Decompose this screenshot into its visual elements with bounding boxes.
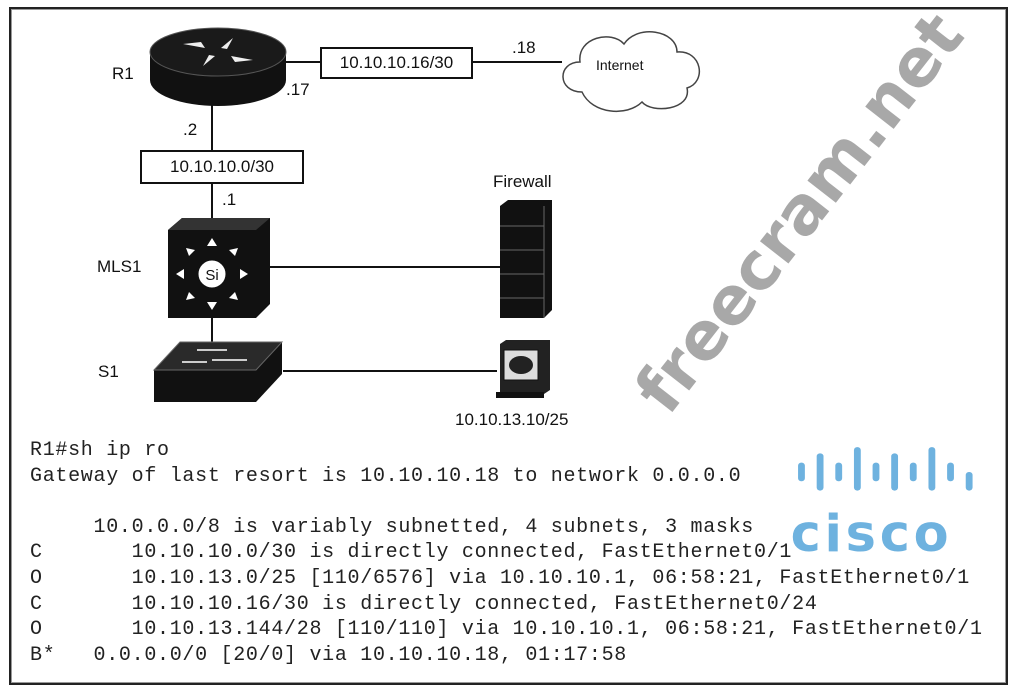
svg-text:Si: Si [205,267,218,284]
s1-label: S1 [98,362,119,381]
link-mls1-s1 [211,318,213,344]
link-r1-subnet [211,104,213,152]
cli-line [30,489,983,515]
multilayer-switch-icon: Si [168,218,270,318]
firewall-icon [500,200,552,318]
wan-subnet-box: 10.10.10.16/30 [320,47,473,79]
link-wan-internet [472,61,562,63]
diagram-frame [9,7,1008,685]
cli-line: O 10.10.13.0/25 [110/6576] via 10.10.10.… [30,566,970,590]
internet-label: Internet [596,57,644,73]
pc-icon [496,340,550,398]
router-icon [149,27,287,106]
r1-mls-subnet-box: 10.10.10.0/30 [140,150,304,184]
pc-ip-label: 10.10.13.10/25 [455,410,569,429]
r1-lan-interface: .2 [183,120,198,139]
cli-line: C 10.10.10.16/30 is directly connected, … [30,592,818,616]
cli-line: B* 0.0.0.0/0 [20/0] via 10.10.10.18, 01:… [30,643,627,667]
r1-wan-interface: .17 [286,80,310,99]
r1-label: R1 [112,64,134,83]
link-subnet-mls1 [211,182,213,222]
link-mls1-firewall [268,266,502,268]
cli-line: O 10.10.13.144/28 [110/110] via 10.10.10… [30,618,983,642]
cli-line: R1#sh ip ro [30,439,170,462]
cli-line: Gateway of last resort is 10.10.10.18 to… [30,464,742,488]
mls1-label: MLS1 [97,257,142,276]
link-s1-pc [283,370,497,372]
mls1-uplink-interface: .1 [222,190,237,209]
link-r1-wan [283,61,321,63]
isp-interface: .18 [512,38,536,57]
switch-icon [152,341,284,402]
internet-cloud-icon [562,31,701,112]
cli-line: C 10.10.10.0/30 is directly connected, F… [30,541,793,565]
cli-line: 10.0.0.0/8 is variably subnetted, 4 subn… [30,515,755,539]
routing-table-output: R1#sh ip ro Gateway of last resort is 10… [30,438,983,668]
firewall-label: Firewall [493,172,552,191]
